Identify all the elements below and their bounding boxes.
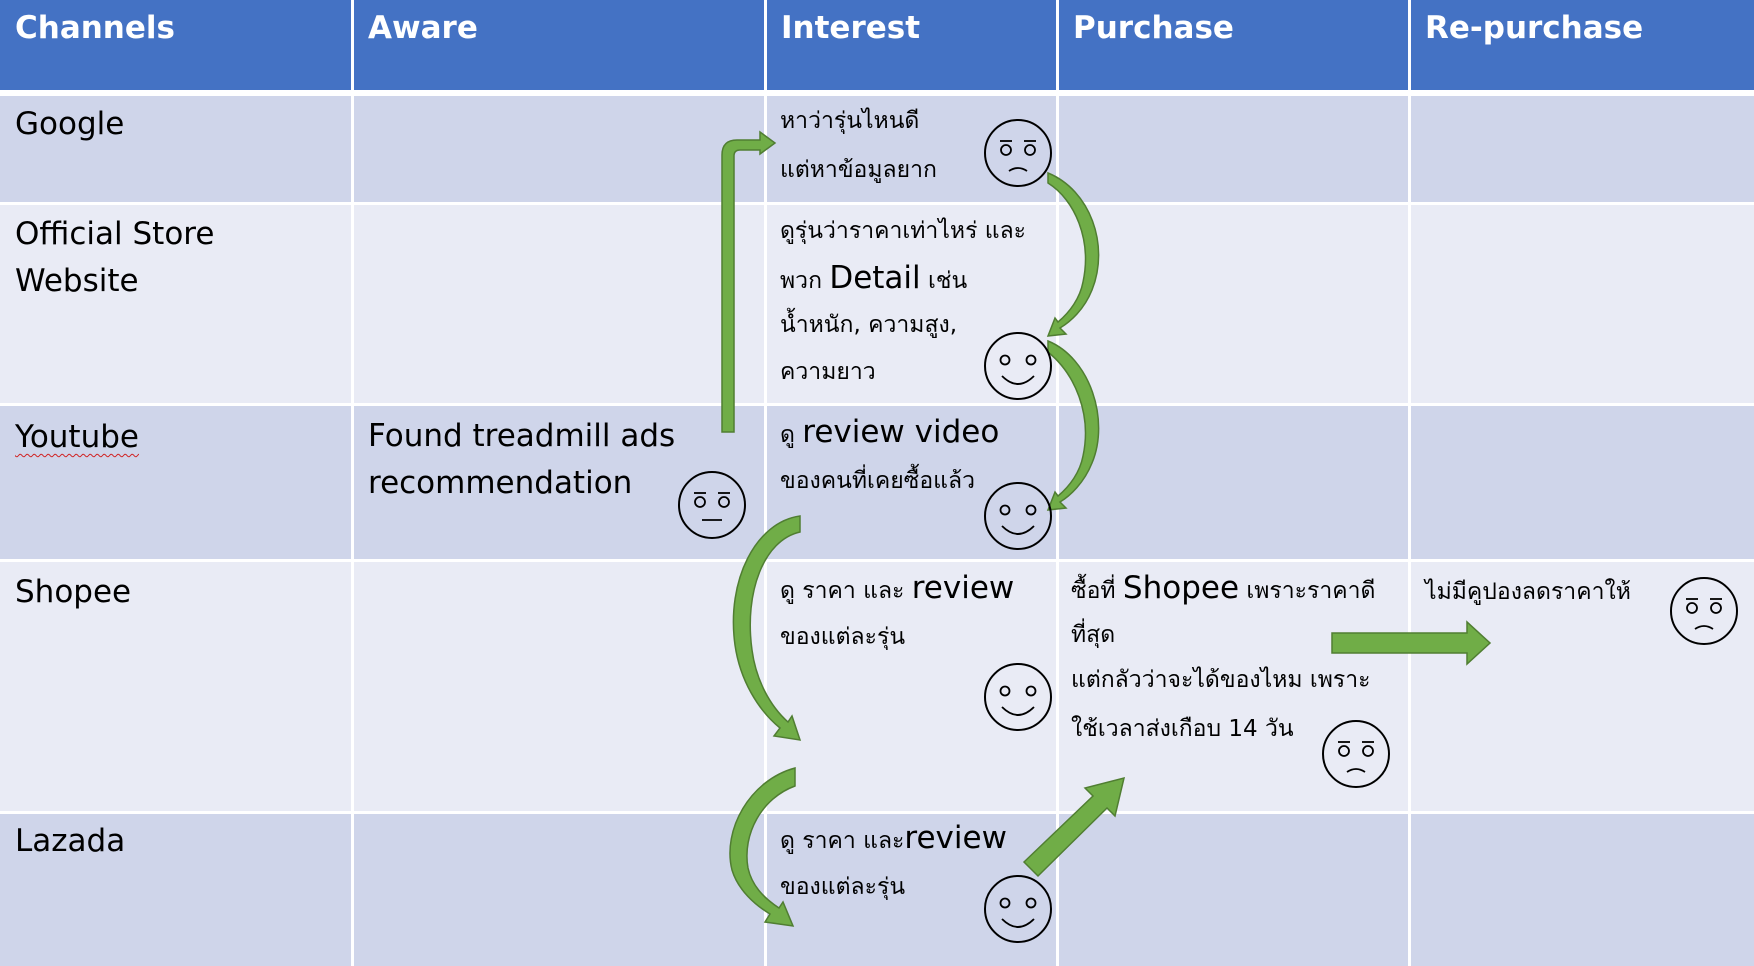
arrow-lazada-to-shopee-purchase xyxy=(1022,776,1126,878)
official-interest-detail: Detail xyxy=(829,260,921,296)
row-shopee-aware xyxy=(354,562,764,811)
worried-face-icon xyxy=(984,119,1052,187)
row-google-purchase xyxy=(1059,96,1408,202)
row-lazada-aware xyxy=(354,814,764,966)
header-repurchase: Re-purchase xyxy=(1411,0,1754,90)
worried-face-icon xyxy=(1322,720,1390,788)
shopee-repurchase-line1: ไม่มีคูปองลดราคาให้ xyxy=(1425,579,1631,605)
shopee-interest-line1a: ดู ราคา และ xyxy=(780,578,912,604)
row-youtube-repurchase xyxy=(1411,406,1754,559)
official-interest-line2c: เช่น xyxy=(920,268,968,294)
youtube-interest-line1a: ดู xyxy=(780,422,803,448)
lazada-interest-line2: ของแต่ละรุ่น xyxy=(780,874,906,900)
channel-official-line2: Website xyxy=(15,263,139,299)
arrow-youtube-to-shopee xyxy=(732,515,802,741)
shopee-purchase-line1c: เพราะราคาดี xyxy=(1239,578,1376,604)
official-interest-line2: พวก Detail เช่น xyxy=(780,255,967,305)
youtube-interest-line1b: review video xyxy=(802,414,1000,450)
official-interest-line3: น้ำหนัก, ความสูง, xyxy=(780,312,958,338)
smiley-face-icon xyxy=(984,332,1052,400)
neutral-face-icon xyxy=(678,471,746,539)
row-lazada-channel xyxy=(0,814,351,966)
row-google-repurchase xyxy=(1411,96,1754,202)
youtube-interest-line1: ดู review video xyxy=(780,409,999,459)
lazada-interest-line1: ดู ราคา และreview xyxy=(780,815,1007,865)
lazada-interest-line1b: review xyxy=(904,820,1007,856)
shopee-purchase-line4: ใช้เวลาส่งเกือบ 14 วัน xyxy=(1071,716,1294,742)
arrow-purchase-to-repurchase xyxy=(1331,620,1492,666)
row-shopee-repurchase xyxy=(1411,562,1754,811)
row-lazada-purchase xyxy=(1059,814,1408,966)
worried-face-icon xyxy=(1670,577,1738,645)
smiley-face-icon xyxy=(984,663,1052,731)
shopee-purchase-line1: ซื้อที่ Shopee เพราะราคาดี xyxy=(1071,565,1376,615)
shopee-purchase-line2: ที่สุด xyxy=(1071,622,1116,648)
shopee-purchase-line1a: ซื้อที่ xyxy=(1071,578,1123,604)
row-official-channel xyxy=(0,205,351,403)
official-interest-line1: ดูรุ่นว่าราคาเท่าไหร่ และ xyxy=(780,218,1027,244)
official-interest-line4: ความยาว xyxy=(780,359,876,385)
channel-youtube: Youtube xyxy=(15,414,139,461)
shopee-interest-line1: ดู ราคา และ review xyxy=(780,565,1014,615)
shopee-interest-line2: ของแต่ละรุ่น xyxy=(780,624,906,650)
channel-lazada: Lazada xyxy=(15,823,126,859)
arrow-official-to-youtube xyxy=(1046,339,1100,511)
arrow-youtube-to-google xyxy=(721,130,777,433)
row-youtube-channel xyxy=(0,406,351,559)
shopee-purchase-line1b: Shopee xyxy=(1122,570,1240,606)
header-aware: Aware xyxy=(354,0,764,90)
row-official-interest xyxy=(767,205,1056,403)
smiley-face-icon xyxy=(984,482,1052,550)
google-interest-line1: หาว่ารุ่นไหนดี xyxy=(780,108,920,134)
shopee-interest-line1b: review xyxy=(911,570,1015,606)
arrow-google-to-official xyxy=(1046,171,1100,337)
channel-google: Google xyxy=(15,106,125,142)
row-google-channel xyxy=(0,96,351,202)
row-youtube-interest xyxy=(767,406,1056,559)
shopee-purchase-line3: แต่กลัวว่าจะได้ของไหม เพราะ xyxy=(1071,667,1371,693)
row-google-aware xyxy=(354,96,764,202)
row-official-purchase xyxy=(1059,205,1408,403)
channel-youtube-text: Youtube xyxy=(15,419,139,455)
youtube-aware-line2: recommendation xyxy=(368,465,633,501)
lazada-interest-line1a: ดู ราคา และ xyxy=(780,828,905,854)
arrow-shopee-to-lazada xyxy=(729,767,796,927)
row-shopee-channel xyxy=(0,562,351,811)
header-interest: Interest xyxy=(767,0,1056,90)
row-lazada-repurchase xyxy=(1411,814,1754,966)
row-youtube-purchase xyxy=(1059,406,1408,559)
channel-official-line1: Official Store xyxy=(15,216,215,252)
youtube-aware-line1: Found treadmill ads xyxy=(368,418,676,454)
channel-shopee: Shopee xyxy=(15,574,132,610)
smiley-face-icon xyxy=(984,875,1052,943)
google-interest-line2: แต่หาข้อมูลยาก xyxy=(780,157,937,183)
row-official-aware xyxy=(354,205,764,403)
row-official-repurchase xyxy=(1411,205,1754,403)
official-interest-line2a: พวก xyxy=(780,268,830,294)
header-channels: Channels xyxy=(0,0,351,90)
youtube-interest-line2: ของคนที่เคยซื้อแล้ว xyxy=(780,468,976,494)
header-purchase: Purchase xyxy=(1059,0,1408,90)
